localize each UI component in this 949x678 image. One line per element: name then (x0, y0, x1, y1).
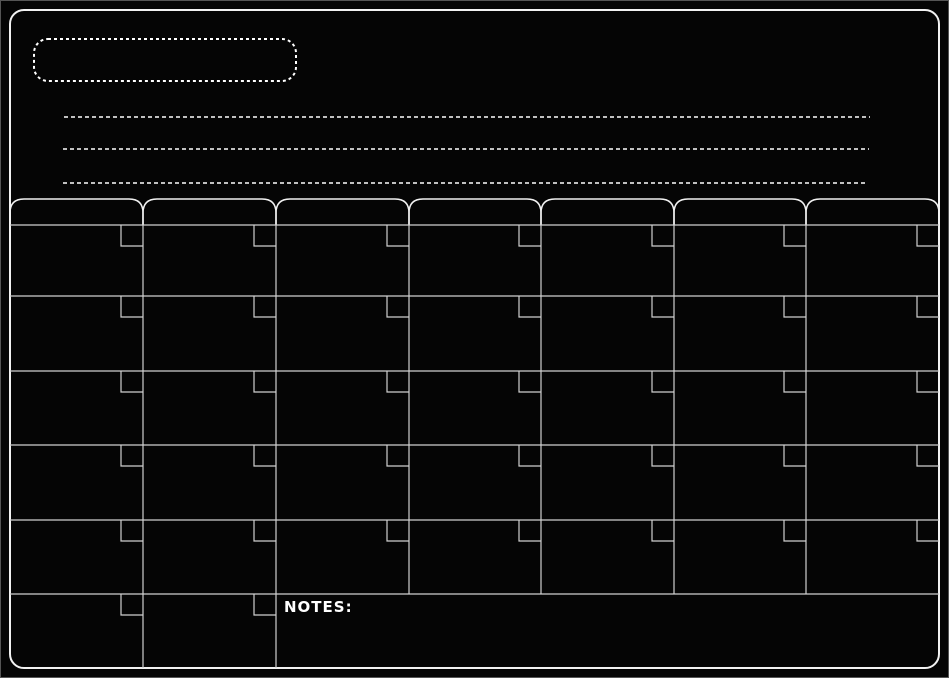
day-header-tab[interactable] (9, 198, 144, 225)
day-cell[interactable] (10, 371, 143, 445)
day-cell[interactable] (276, 225, 409, 296)
date-box[interactable] (253, 371, 276, 393)
date-box[interactable] (120, 296, 143, 318)
date-box[interactable] (386, 371, 409, 393)
day-cell[interactable] (674, 445, 806, 520)
day-cell[interactable] (409, 445, 541, 520)
month-title-field[interactable] (33, 38, 297, 82)
day-cell[interactable] (10, 296, 143, 371)
date-box[interactable] (518, 445, 541, 467)
day-cell[interactable] (143, 594, 276, 668)
day-cell[interactable] (10, 594, 143, 668)
date-box[interactable] (253, 225, 276, 247)
day-header-tab[interactable] (142, 198, 277, 225)
day-cell[interactable] (409, 371, 541, 445)
date-box[interactable] (651, 225, 674, 247)
date-box[interactable] (783, 520, 806, 542)
day-cell[interactable] (541, 445, 674, 520)
day-cell[interactable] (541, 225, 674, 296)
date-box[interactable] (783, 445, 806, 467)
day-cell[interactable] (276, 371, 409, 445)
date-box[interactable] (386, 296, 409, 318)
day-cell[interactable] (674, 520, 806, 594)
day-cell[interactable] (143, 371, 276, 445)
date-box[interactable] (386, 520, 409, 542)
date-box[interactable] (386, 225, 409, 247)
date-box[interactable] (916, 296, 939, 318)
day-cell[interactable] (806, 520, 939, 594)
notes-label: NOTES: (284, 598, 353, 616)
day-cell[interactable] (409, 520, 541, 594)
day-cell[interactable] (806, 445, 939, 520)
date-box[interactable] (120, 225, 143, 247)
date-box[interactable] (518, 371, 541, 393)
day-cell[interactable] (276, 296, 409, 371)
day-cell[interactable] (806, 296, 939, 371)
day-header-tab[interactable] (673, 198, 807, 225)
date-box[interactable] (253, 445, 276, 467)
date-box[interactable] (518, 225, 541, 247)
date-box[interactable] (651, 445, 674, 467)
day-cell[interactable] (143, 520, 276, 594)
day-cell[interactable] (674, 371, 806, 445)
day-cell[interactable] (276, 520, 409, 594)
date-box[interactable] (916, 520, 939, 542)
date-box[interactable] (651, 371, 674, 393)
day-header-tab[interactable] (408, 198, 542, 225)
day-cell[interactable] (806, 225, 939, 296)
date-box[interactable] (518, 520, 541, 542)
day-cell[interactable] (143, 445, 276, 520)
date-box[interactable] (386, 445, 409, 467)
day-cell[interactable] (806, 371, 939, 445)
day-cell[interactable] (409, 296, 541, 371)
board-border (9, 9, 940, 669)
day-cell[interactable] (541, 296, 674, 371)
date-box[interactable] (916, 225, 939, 247)
notes-area[interactable] (276, 594, 939, 668)
date-box[interactable] (120, 594, 143, 616)
day-cell[interactable] (143, 296, 276, 371)
date-box[interactable] (783, 225, 806, 247)
day-cell[interactable] (276, 445, 409, 520)
calendar-grid (9, 198, 940, 668)
date-box[interactable] (253, 594, 276, 616)
date-box[interactable] (783, 296, 806, 318)
day-header-tab[interactable] (540, 198, 675, 225)
date-box[interactable] (916, 371, 939, 393)
date-box[interactable] (916, 445, 939, 467)
day-cell[interactable] (10, 520, 143, 594)
day-cell[interactable] (143, 225, 276, 296)
date-box[interactable] (651, 296, 674, 318)
date-box[interactable] (783, 371, 806, 393)
date-box[interactable] (518, 296, 541, 318)
day-cell[interactable] (541, 371, 674, 445)
date-box[interactable] (651, 520, 674, 542)
day-cell[interactable] (10, 225, 143, 296)
date-box[interactable] (120, 445, 143, 467)
date-box[interactable] (253, 520, 276, 542)
day-cell[interactable] (674, 296, 806, 371)
date-box[interactable] (253, 296, 276, 318)
date-box[interactable] (120, 371, 143, 393)
day-header-tab[interactable] (275, 198, 410, 225)
day-cell[interactable] (674, 225, 806, 296)
day-cell[interactable] (541, 520, 674, 594)
day-header-tab[interactable] (805, 198, 940, 225)
date-box[interactable] (120, 520, 143, 542)
day-cell[interactable] (409, 225, 541, 296)
day-cell[interactable] (10, 445, 143, 520)
